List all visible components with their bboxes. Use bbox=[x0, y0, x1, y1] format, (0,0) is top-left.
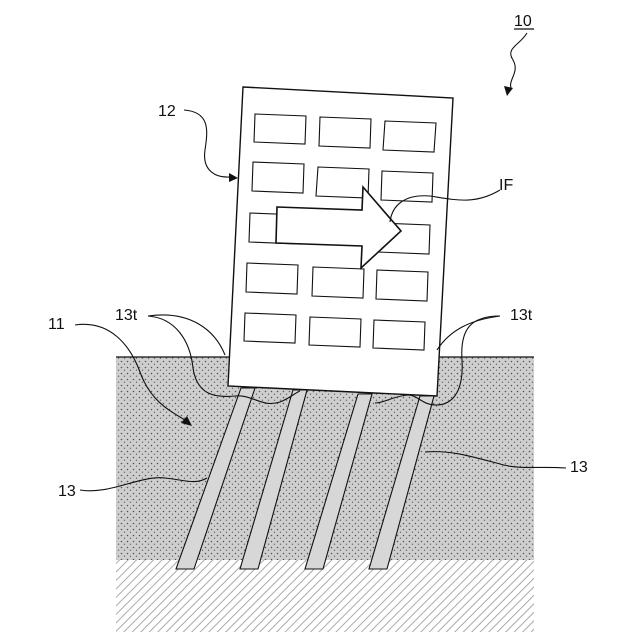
window bbox=[312, 267, 364, 298]
figure-leader-arrowhead bbox=[504, 86, 513, 96]
window bbox=[373, 320, 425, 350]
window bbox=[383, 121, 436, 152]
pile-label-right: 13 bbox=[570, 459, 588, 476]
pile-tip-label-right: 13t bbox=[510, 307, 533, 324]
window bbox=[309, 317, 361, 347]
figure-number-label: 10 bbox=[514, 13, 532, 30]
force-label: IF bbox=[499, 177, 513, 194]
figure-leader bbox=[511, 33, 527, 88]
window bbox=[376, 270, 428, 301]
ground-label: 11 bbox=[48, 316, 65, 333]
pile-tip-leader-left-2 bbox=[148, 315, 225, 355]
bearing-layer bbox=[116, 560, 534, 632]
window bbox=[254, 114, 306, 144]
building-leader-arrowhead bbox=[229, 173, 238, 182]
window bbox=[381, 171, 433, 202]
window bbox=[246, 263, 298, 294]
window bbox=[244, 313, 296, 343]
pile-tip-label-left: 13t bbox=[115, 307, 138, 324]
window bbox=[319, 117, 371, 148]
window bbox=[252, 162, 304, 193]
building-leader bbox=[184, 110, 230, 177]
pile-tip-leader-right-2 bbox=[437, 316, 500, 350]
window bbox=[316, 167, 369, 198]
pile-label-left: 13 bbox=[58, 483, 76, 500]
building-label: 12 bbox=[158, 103, 176, 120]
